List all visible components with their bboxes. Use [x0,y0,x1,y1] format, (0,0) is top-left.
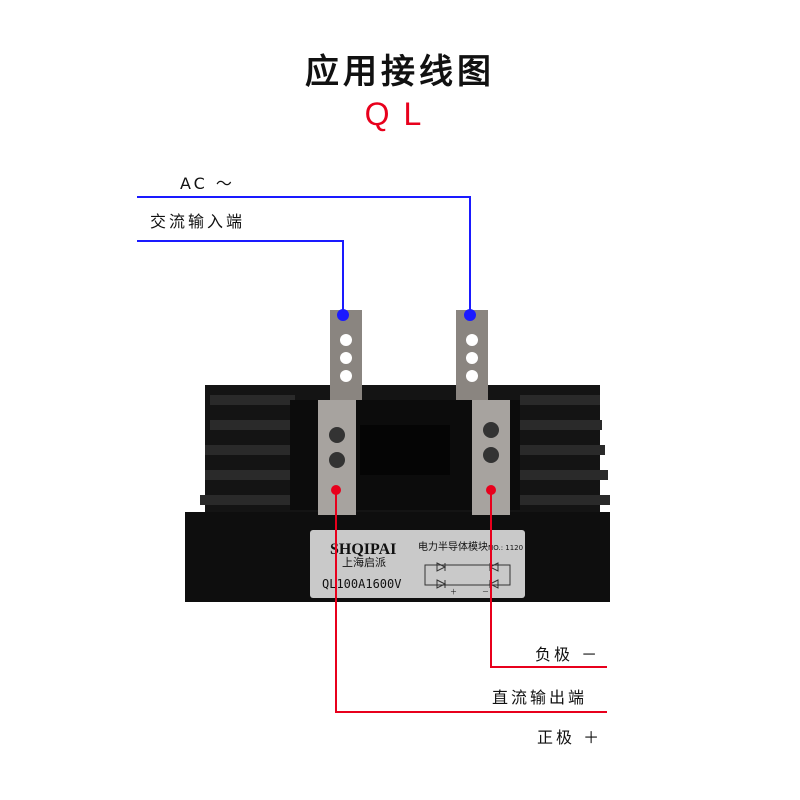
module-description: 电力半导体模块 [418,540,488,553]
dc-wires [335,490,607,713]
dc-output-label: 直流输出端 [492,688,588,707]
module-number: NO.: 1120 [488,544,523,552]
maker-label: 上海启派 [342,555,386,569]
negative-terminal-dot [486,485,496,495]
minus-mark: － [482,588,489,596]
plus-mark: ＋ [450,588,457,596]
page-title: 应用接线图 [305,52,495,92]
heatsink-fins [200,395,610,505]
brand-label: SHQIPAI [330,541,396,558]
ac-symbol-label: AC ～ [180,174,235,193]
ac-terminal-dot-right [464,309,476,321]
ac-input-label: 交流输入端 [150,212,246,231]
rectifier-module [185,310,610,602]
positive-terminal-dot [331,485,341,495]
bridge-schematic [424,562,511,589]
positive-label: 正极 ＋ [537,728,603,747]
ac-terminal-dot-left [337,309,349,321]
ac-wires [137,196,471,315]
negative-label: 负极 － [535,645,601,664]
model-name: QL [364,96,436,132]
part-number: QL100A1600V [322,577,401,591]
